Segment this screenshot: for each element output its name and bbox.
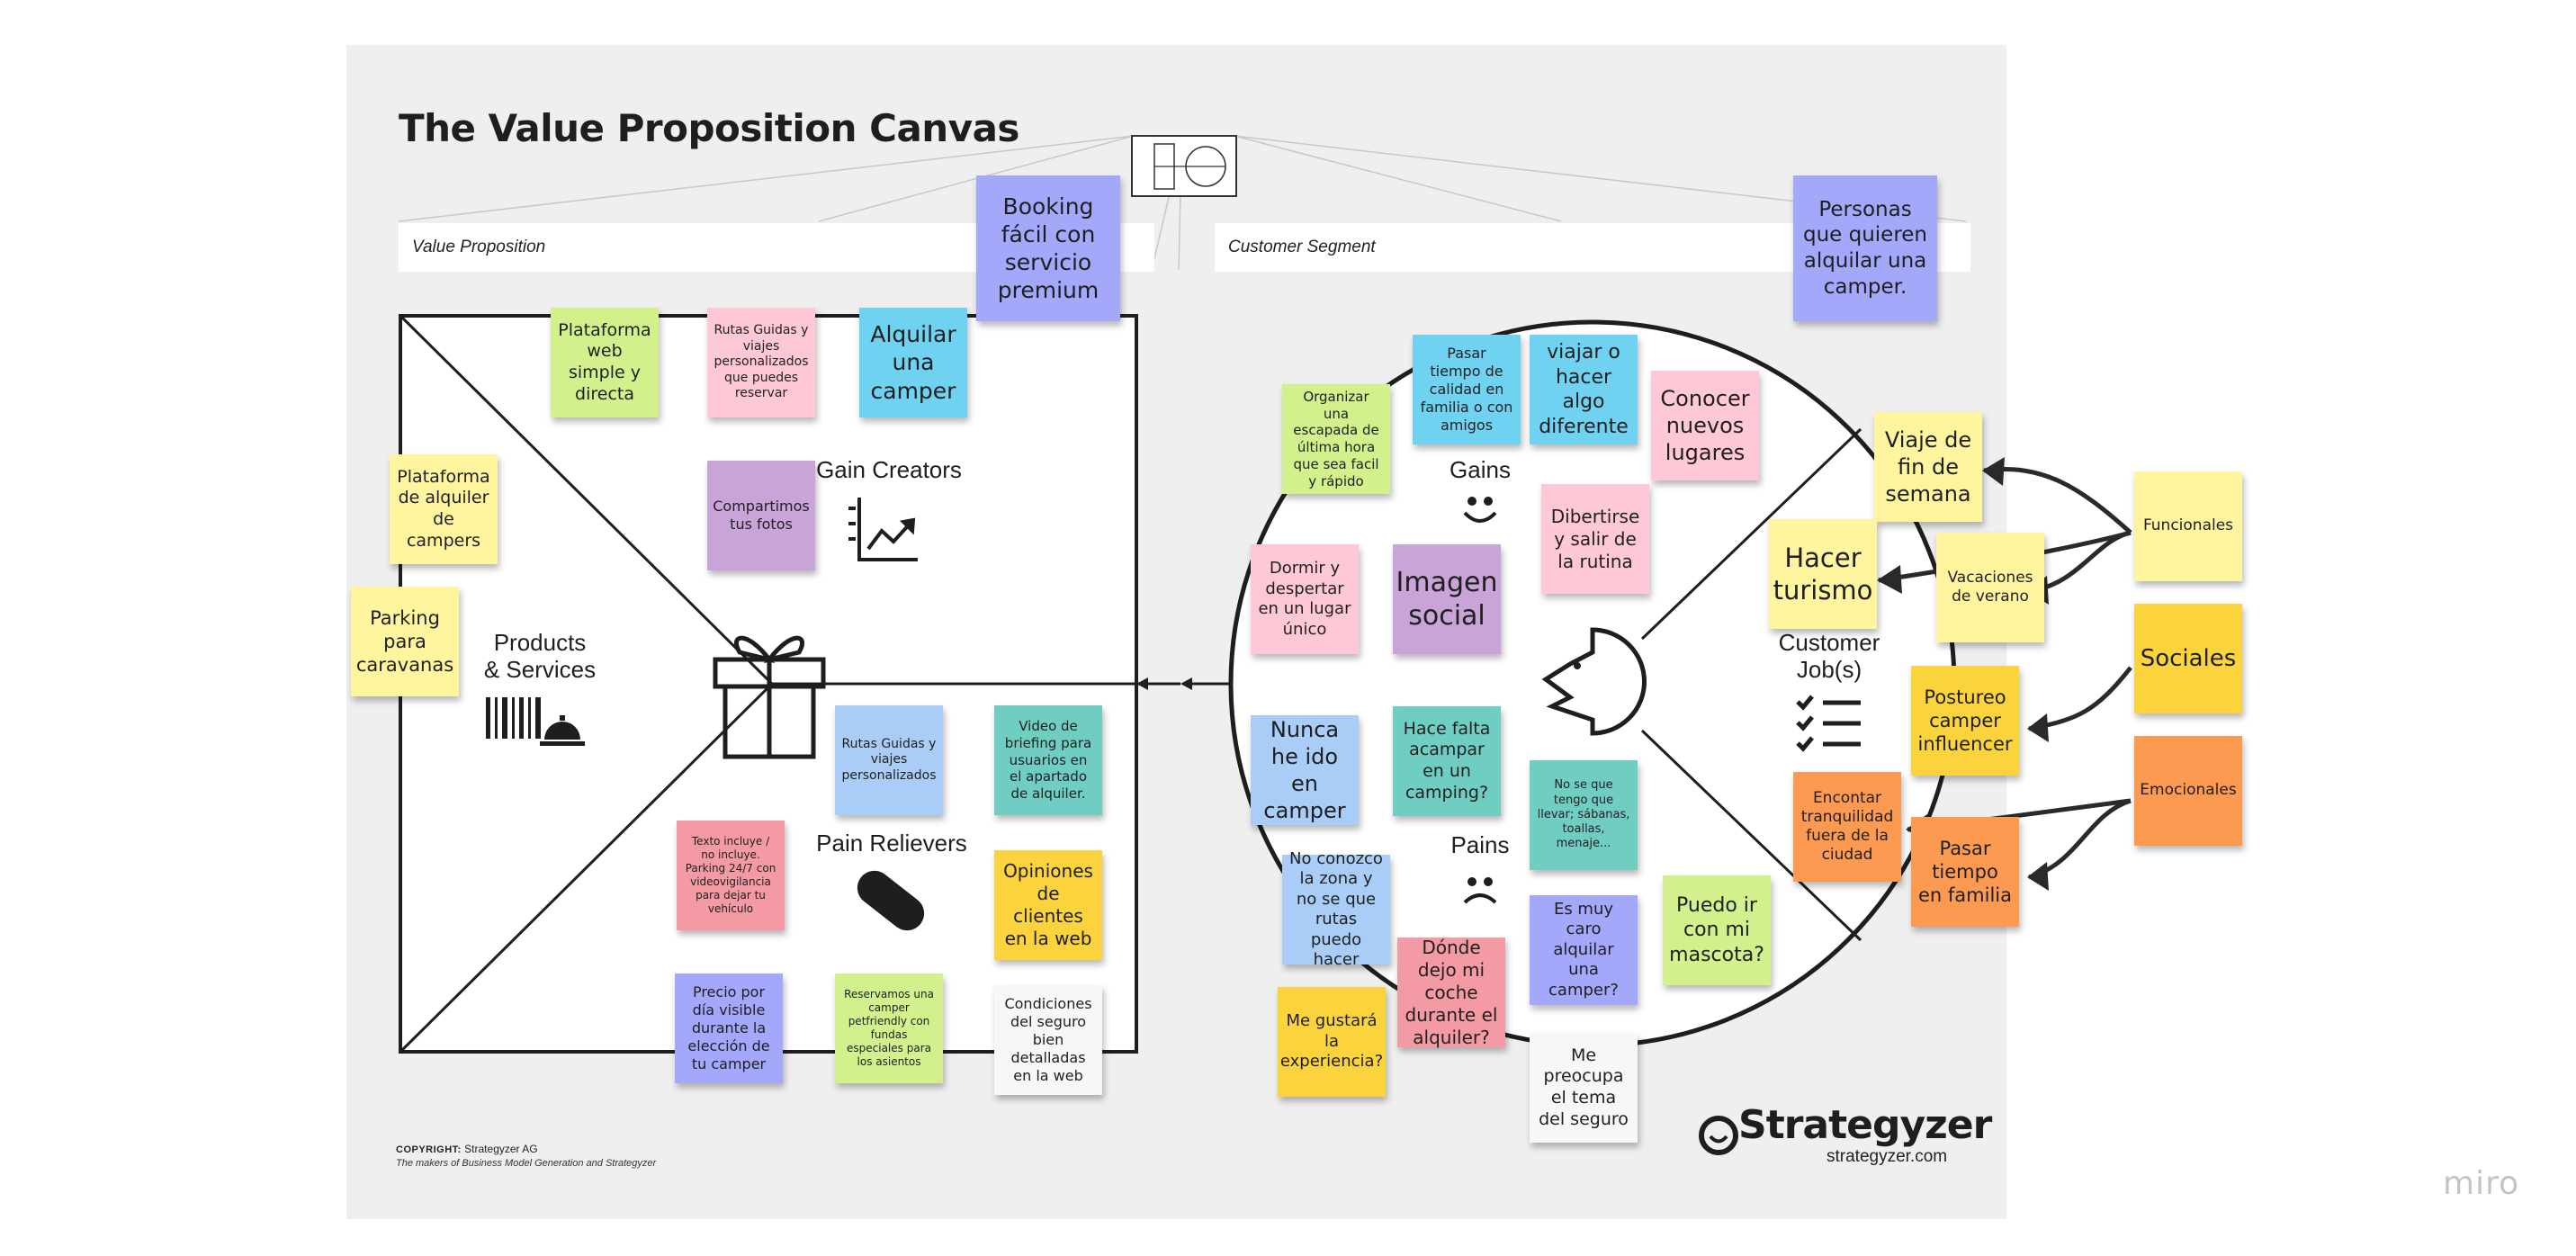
sticky-note-reservamos[interactable]: Reservamos una camper petfriendly con fu… xyxy=(835,973,943,1083)
sticky-note-imagen-social[interactable]: Imagen social xyxy=(1393,544,1501,654)
gains-label: Gains xyxy=(1450,456,1511,483)
pain-relievers-label: Pain Relievers xyxy=(816,830,967,857)
gift-icon xyxy=(713,635,826,759)
sticky-note-compartimos[interactable]: Compartimos tus fotos xyxy=(707,461,815,570)
sticky-note-postureo[interactable]: Postureo camper influencer xyxy=(1911,666,2019,776)
sticky-note-rutas-guidas-2[interactable]: Rutas Guidas y viajes personalizados xyxy=(835,705,943,815)
gain-creators-label: Gain Creators xyxy=(816,456,962,483)
sticky-note-parking[interactable]: Parking para caravanas xyxy=(351,587,459,696)
miro-watermark: miro xyxy=(2443,1165,2520,1202)
pains-label: Pains xyxy=(1450,831,1510,858)
value-proposition-label: Value Proposition xyxy=(412,238,546,256)
sticky-note-divertirse[interactable]: Dibertirse y salir de la rutina xyxy=(1541,484,1649,594)
barcode-bell-icon xyxy=(486,697,585,746)
sticky-note-condiciones[interactable]: Condiciones del seguro bien detalladas e… xyxy=(994,985,1102,1095)
canvas-title: The Value Proposition Canvas xyxy=(399,106,1019,150)
sticky-note-hace-falta[interactable]: Hace falta acampar en un camping? xyxy=(1393,706,1501,816)
smile-icon xyxy=(1463,497,1497,523)
products-services-label: Products & Services xyxy=(483,629,597,683)
sticky-note-booking[interactable]: Booking fácil con servicio premium xyxy=(976,175,1120,321)
sticky-note-vacaciones[interactable]: Vacaciones de verano xyxy=(1936,533,2044,642)
canvas-thumbnail-icon xyxy=(1131,135,1237,197)
sticky-note-alquilar[interactable]: Alquilar una camper xyxy=(859,308,967,417)
sticky-note-viajar[interactable]: viajar o hacer algo diferente xyxy=(1530,335,1638,444)
sticky-note-rutas-guidas-1[interactable]: Rutas Guidas y viajes personalizados que… xyxy=(707,308,815,417)
frown-icon xyxy=(1463,877,1497,904)
sticky-note-puedo-ir[interactable]: Puedo ir con mi mascota? xyxy=(1663,875,1771,985)
sticky-note-plataforma-web[interactable]: Plataforma web simple y directa xyxy=(551,308,659,417)
sticky-note-emocionales[interactable]: Emocionales xyxy=(2134,736,2242,846)
customer-segment-label: Customer Segment xyxy=(1228,238,1376,256)
checklist-icon xyxy=(1796,695,1861,752)
sticky-note-me-gustara[interactable]: Me gustará la experiencia? xyxy=(1278,987,1386,1097)
sticky-note-personas[interactable]: Personas que quieren alquilar una camper… xyxy=(1793,175,1937,321)
sticky-note-funcionales[interactable]: Funcionales xyxy=(2134,471,2242,581)
sticky-note-pasar-familia[interactable]: Pasar tiempo en familia xyxy=(1911,817,2019,927)
sticky-note-viaje-fin[interactable]: Viaje de fin de semana xyxy=(1874,412,1982,522)
tagline: The makers of Business Model Generation … xyxy=(396,1158,657,1169)
sticky-note-video-briefing[interactable]: Video de briefing para usuarios en el ap… xyxy=(994,705,1102,815)
sticky-note-hacer-turismo[interactable]: Hacer turismo xyxy=(1769,519,1877,629)
growth-chart-icon xyxy=(848,498,918,561)
customer-jobs-label: Customer Job(s) xyxy=(1778,629,1880,683)
sticky-note-donde-dejo[interactable]: Dónde dejo mi coche durante el alquiler? xyxy=(1397,937,1505,1048)
sticky-note-conocer[interactable]: Conocer nuevos lugares xyxy=(1651,371,1759,480)
sticky-note-no-conozco[interactable]: No conozco la zona y no se que rutas pue… xyxy=(1282,849,1390,969)
copyright: COPYRIGHT: Strategyzer AG xyxy=(396,1143,538,1155)
sticky-note-precio[interactable]: Precio por día visible durante la elecci… xyxy=(675,973,783,1083)
sticky-note-texto-incluye[interactable]: Texto incluye / no incluye. Parking 24/7… xyxy=(677,821,785,930)
sticky-note-organizar[interactable]: Organizar una escapada de última hora qu… xyxy=(1282,384,1390,494)
sticky-note-sociales[interactable]: Sociales xyxy=(2134,604,2242,713)
sticky-note-encontrar[interactable]: Encontar tranquilidad fuera de la ciudad xyxy=(1793,772,1901,882)
sticky-note-no-se[interactable]: No se que tengo que llevar; sábanas, toa… xyxy=(1530,760,1638,870)
pill-icon xyxy=(857,870,925,931)
strategyzer-logo-icon xyxy=(1699,1116,1738,1155)
brand-name: Strategyzer xyxy=(1738,1102,1992,1148)
sticky-note-nunca[interactable]: Nunca he ido en camper xyxy=(1251,715,1359,825)
sticky-note-me-preocupa[interactable]: Me preocupa el tema del seguro xyxy=(1530,1033,1638,1143)
sticky-note-opiniones[interactable]: Opiniones de clientes en la web xyxy=(994,850,1102,960)
sticky-note-plataforma-alquiler[interactable]: Plataforma de alquiler de campers xyxy=(390,454,498,564)
brand-url: strategyzer.com xyxy=(1827,1147,1948,1166)
customer-face-icon xyxy=(1541,627,1647,736)
sticky-note-dormir[interactable]: Dormir y despertar en un lugar único xyxy=(1251,544,1359,654)
sticky-note-pasar-tiempo-calidad[interactable]: Pasar tiempo de calidad en familia o con… xyxy=(1413,335,1521,444)
sticky-note-es-muy-caro[interactable]: Es muy caro alquilar una camper? xyxy=(1530,895,1638,1005)
